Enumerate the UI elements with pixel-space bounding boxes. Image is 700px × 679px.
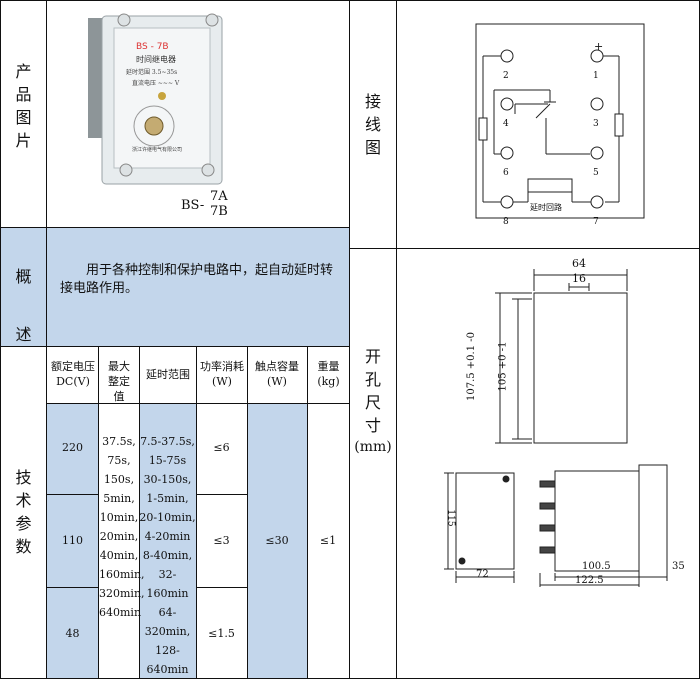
header-contact-capacity: 触点容量(W)	[255, 360, 299, 388]
dim-front-width: 72	[476, 569, 489, 580]
delay-range: 64-320min,	[144, 606, 191, 638]
dim-height-inner: 105 +0 -1	[497, 341, 509, 392]
max-setting: 150s,	[103, 473, 135, 486]
terminal-8: 8	[503, 217, 509, 227]
photo-brand: BS - 7B	[136, 42, 169, 52]
max-setting: 10min,	[99, 511, 139, 524]
max-setting: 160min,	[99, 568, 145, 581]
dim-front-height: 115	[445, 509, 456, 527]
delay-range: 30-150s,	[143, 473, 192, 486]
model-7a: 7A	[210, 189, 228, 204]
product-image-label: 产品图片	[15, 62, 32, 150]
photo-line2: 直流电压 ~~~ V	[132, 80, 180, 87]
max-setting: 37.5s,	[102, 435, 136, 448]
overview-text: 用于各种控制和保护电路中，起自动延时转接电路作用。	[60, 263, 334, 296]
header-power: 功率消耗(W)	[200, 360, 244, 388]
voltage-48: 48	[65, 627, 80, 640]
dim-depth-body: 100.5	[582, 561, 611, 572]
voltage-220: 220	[62, 441, 83, 454]
delay-range: 128-640min	[146, 644, 189, 676]
delay-circuit-label: 延时回路	[530, 203, 562, 212]
cutout-drawing: 64 16 107.5 +0.1 -0 105 +0 -1 115 72 100…	[440, 255, 695, 590]
weight: ≤1	[319, 534, 337, 547]
header-delay-range: 延时范围	[146, 368, 190, 381]
delay-range: 32-160min	[146, 568, 189, 600]
header-max-setting: 最大整定值	[108, 360, 130, 403]
terminal-6: 6	[503, 168, 509, 178]
power-110: ≤3	[213, 534, 230, 547]
max-setting: 640min	[99, 606, 142, 619]
tech-params-label: 技术参数	[15, 468, 32, 556]
photo-maker: 浙江许继电气有限公司	[132, 147, 183, 153]
delay-range: 15-75s	[148, 454, 187, 467]
cutout-label: 开孔尺寸 (mm)	[354, 347, 392, 455]
dim-width: 64	[572, 257, 586, 270]
terminal-3: 3	[593, 119, 599, 129]
terminal-2: 2	[503, 71, 509, 81]
delay-range: 1-5min,	[146, 492, 189, 505]
header-rated-voltage: 额定电压DC(V)	[51, 360, 95, 388]
max-setting: 75s,	[107, 454, 131, 467]
contact-capacity: ≤30	[265, 534, 289, 547]
terminal-5: 5	[593, 168, 599, 178]
max-setting: 5min,	[103, 492, 135, 505]
dim-depth-back: 35	[672, 561, 685, 572]
dim-height-outer: 107.5 +0.1 -0	[466, 331, 478, 402]
wiring-label: 接线图	[365, 92, 382, 157]
wiring-diagram: 2 1 4 3 6 5 8 7 + 延时回路	[460, 22, 660, 227]
dim-depth-total: 122.5	[575, 575, 604, 586]
max-setting: 20min,	[99, 530, 139, 543]
plus-sign: +	[594, 40, 604, 53]
model-prefix: BS-	[181, 198, 205, 213]
max-setting: 40min,	[99, 549, 139, 562]
power-220: ≤6	[213, 441, 230, 454]
product-photo: BS - 7B 时间继电器 延时范围 3.5~35s 直流电压 ~~~ V 浙江…	[84, 8, 234, 190]
header-weight: 重量(kg)	[317, 360, 340, 388]
photo-name: 时间继电器	[136, 55, 176, 64]
terminal-7: 7	[593, 217, 599, 227]
overview-label: 概述	[15, 267, 32, 344]
delay-range: 8-40min,	[142, 549, 193, 562]
max-setting-list: 37.5s, 75s, 150s, 5min, 10min, 20min, 40…	[99, 432, 145, 622]
delay-range: 7.5-37.5s,	[140, 435, 195, 448]
terminal-4: 4	[503, 119, 509, 129]
terminal-1: 1	[593, 71, 599, 81]
dim-slot: 16	[572, 272, 586, 285]
photo-line1: 延时范围 3.5~35s	[126, 69, 178, 76]
delay-range: 20-10min,	[139, 511, 196, 524]
model-7b: 7B	[210, 204, 228, 219]
delay-range-list: 7.5-37.5s, 15-75s 30-150s, 1-5min, 20-10…	[139, 432, 196, 679]
power-48: ≤1.5	[208, 627, 235, 640]
max-setting: 320min,	[99, 587, 145, 600]
voltage-110: 110	[62, 534, 83, 547]
delay-range: 4-20min	[144, 530, 191, 543]
